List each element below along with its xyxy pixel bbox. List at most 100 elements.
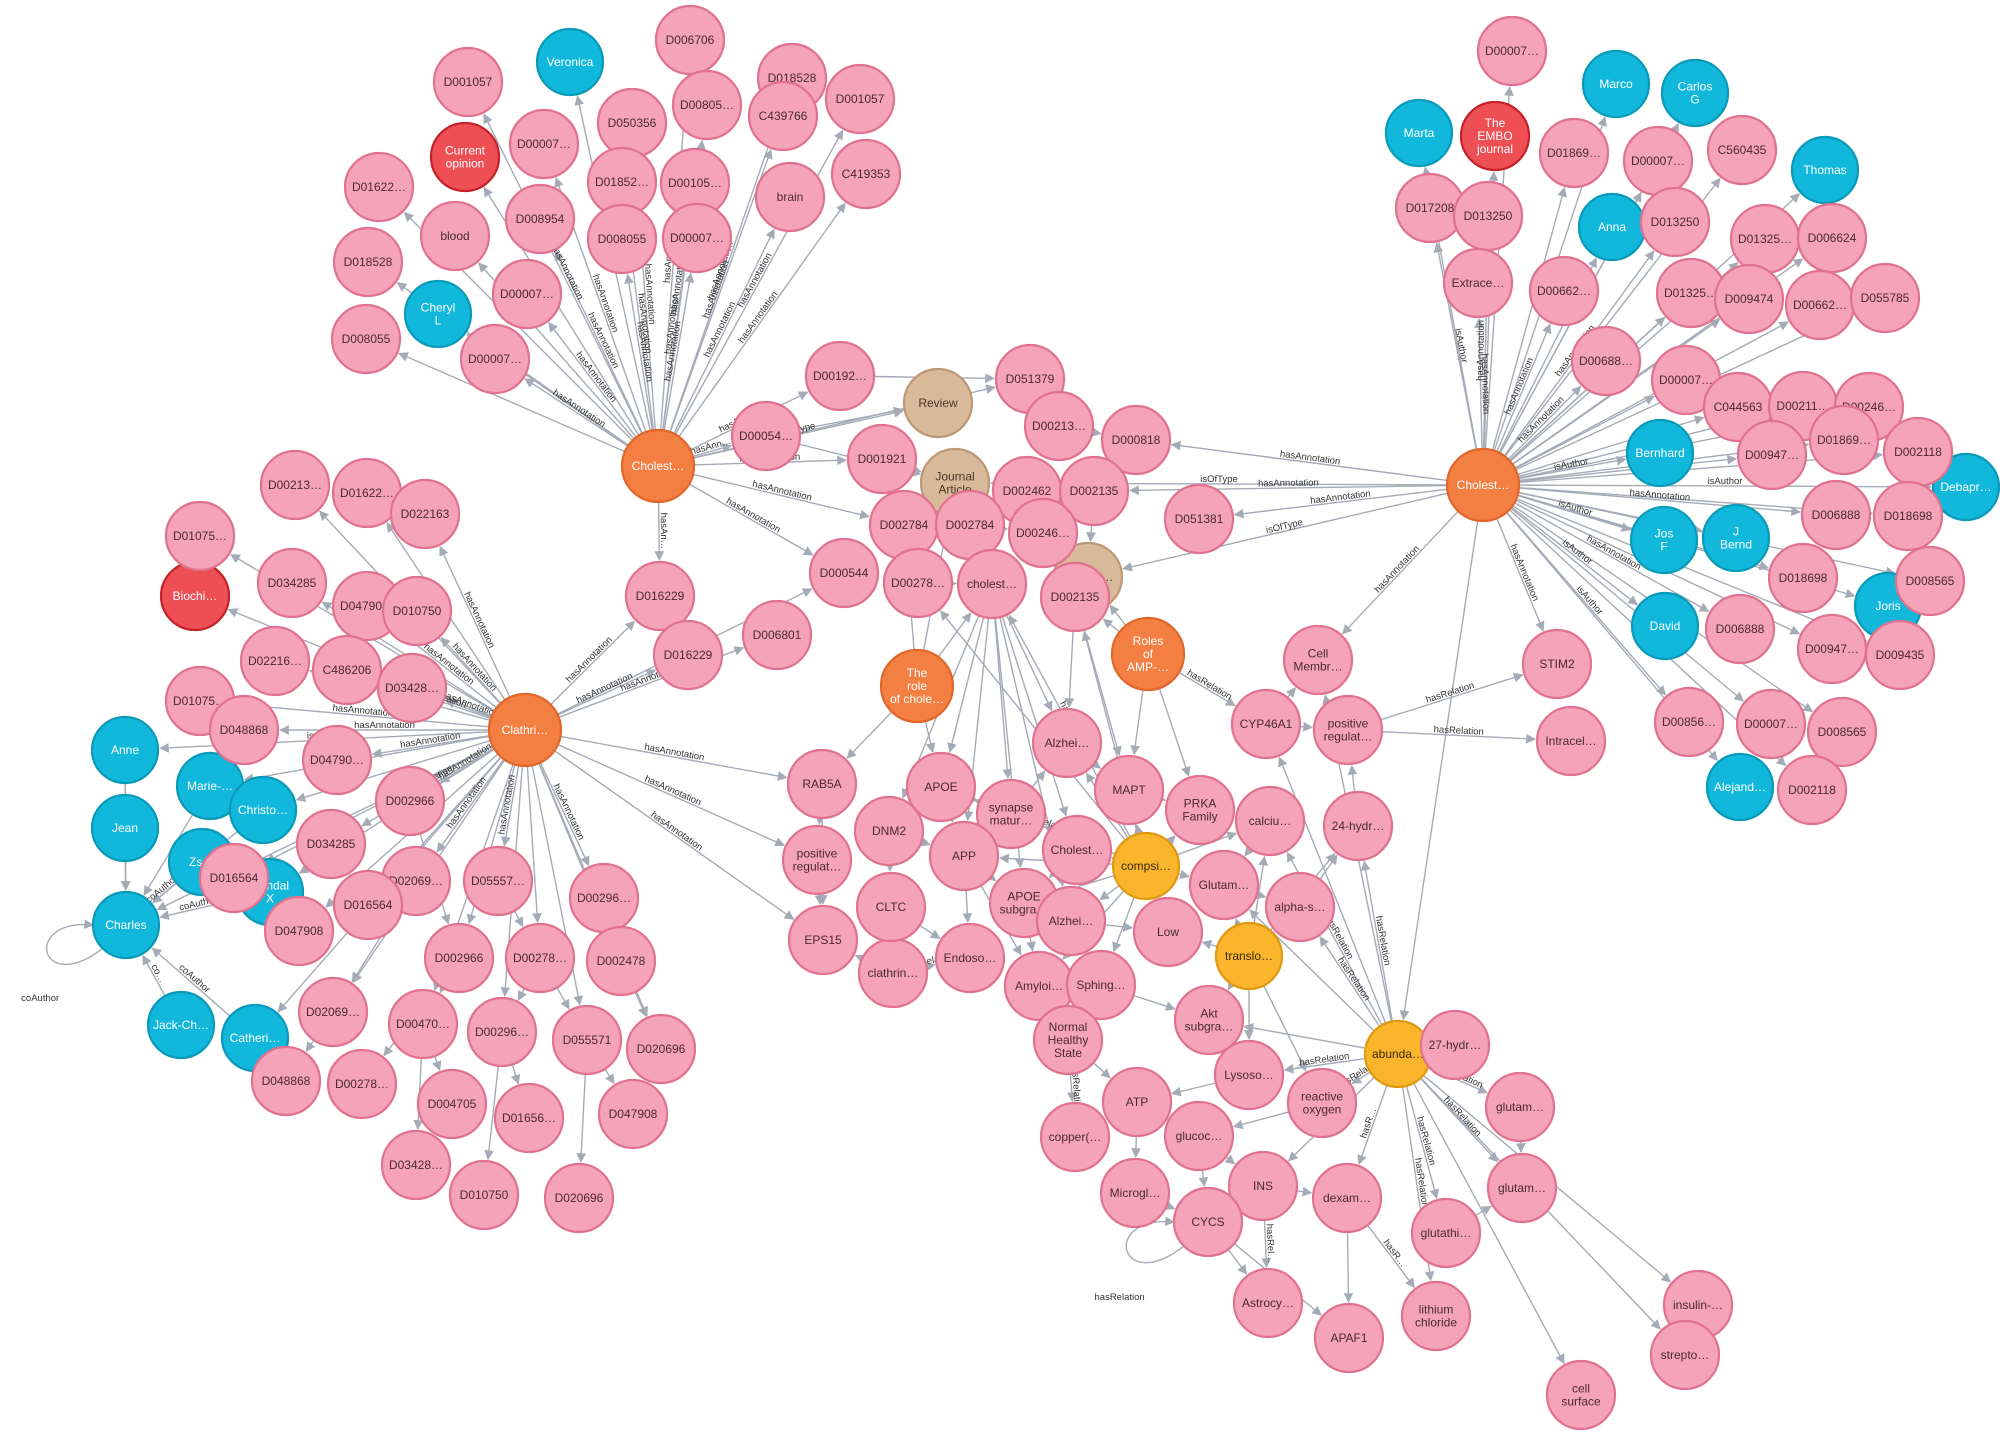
descriptor-node-d03428[interactable]: D03428… [380,1129,452,1201]
descriptor-node-atp[interactable]: ATP [1101,1066,1173,1138]
descriptor-node-d047908[interactable]: D047908 [263,895,335,967]
descriptor-node-d009474[interactable]: D009474 [1713,263,1785,335]
person-node-veronica[interactable]: Veronica [535,27,605,97]
descriptor-node-d018528[interactable]: D018528 [332,226,404,298]
descriptor-node-glutam[interactable]: glutam… [1484,1071,1556,1143]
descriptor-node-d006801[interactable]: D006801 [741,599,813,671]
person-node-marta[interactable]: Marta [1384,98,1454,168]
descriptor-node-cholest[interactable]: Cholest… [1041,814,1113,886]
person-node-debapr[interactable]: Debapr… [1931,452,2000,522]
descriptor-node-d01869[interactable]: D01869… [1538,117,1610,189]
type-node-review[interactable]: Review [902,367,974,439]
descriptor-node-d00213[interactable]: D00213… [1023,390,1095,462]
descriptor-node-strepto[interactable]: strepto… [1649,1319,1721,1391]
descriptor-node-d002478[interactable]: D002478 [585,925,657,997]
descriptor-node-d01869[interactable]: D01869… [1808,404,1880,476]
descriptor-node-d05557[interactable]: D05557… [462,845,534,917]
descriptor-node-d00278[interactable]: D00278… [504,922,576,994]
relation-node-translo[interactable]: translo… [1214,921,1284,991]
descriptor-node-d008055[interactable]: D008055 [586,203,658,275]
descriptor-node-24-hydr[interactable]: 24-hydr… [1322,790,1394,862]
descriptor-node-stim2[interactable]: STIM2 [1521,628,1593,700]
descriptor-node-d00805[interactable]: D00805… [671,69,743,141]
descriptor-node-intracel[interactable]: Intracel… [1535,705,1607,777]
descriptor-node-rab5a[interactable]: RAB5A [786,748,858,820]
descriptor-node-d04790[interactable]: D04790… [301,724,373,796]
descriptor-node-d010750[interactable]: D010750 [381,575,453,647]
descriptor-node-d00662[interactable]: D00662… [1528,255,1600,327]
descriptor-node-d002118[interactable]: D002118 [1882,416,1954,488]
descriptor-node-d006624[interactable]: D006624 [1796,202,1868,274]
descriptor-node-d002966[interactable]: D002966 [374,765,446,837]
person-node-jack-ch[interactable]: Jack-Ch… [146,990,216,1060]
paper-node-cholest[interactable]: Cholest… [1445,447,1521,523]
descriptor-node-d000544[interactable]: D000544 [808,537,880,609]
descriptor-node-d016564[interactable]: D016564 [332,869,404,941]
descriptor-node-lysoso[interactable]: Lysoso… [1213,1039,1285,1111]
descriptor-node-endoso[interactable]: Endoso… [934,922,1006,994]
descriptor-node-d001921[interactable]: D001921 [846,423,918,495]
descriptor-node-low[interactable]: Low [1132,896,1204,968]
descriptor-node-d00007[interactable]: D00007… [1622,125,1694,197]
descriptor-node-d013250[interactable]: D013250 [1452,180,1524,252]
descriptor-node-glucoc[interactable]: glucoc… [1163,1100,1235,1172]
descriptor-node-d000818[interactable]: D000818 [1100,404,1172,476]
descriptor-node-d00213[interactable]: D00213… [259,449,331,521]
person-node-david[interactable]: David [1630,591,1700,661]
descriptor-node-d00278[interactable]: D00278… [882,547,954,619]
descriptor-node-sphing[interactable]: Sphing… [1065,949,1137,1021]
descriptor-node-clathrin[interactable]: clathrin… [857,937,929,1009]
descriptor-node-d00688[interactable]: D00688… [1570,325,1642,397]
descriptor-node-d00856[interactable]: D00856… [1653,686,1725,758]
descriptor-node-d008055[interactable]: D008055 [330,303,402,375]
person-node-anne[interactable]: Anne [90,715,160,785]
person-node-thomas[interactable]: Thomas [1790,135,1860,205]
descriptor-node-alzhei[interactable]: Alzhei… [1031,707,1103,779]
descriptor-node-d001057[interactable]: D001057 [824,63,896,135]
descriptor-node-d050356[interactable]: D050356 [596,87,668,159]
descriptor-node-d00007[interactable]: D00007… [508,108,580,180]
descriptor-node-cholest[interactable]: cholest… [956,548,1028,620]
descriptor-node-d020696[interactable]: D020696 [625,1013,697,1085]
descriptor-node-d00662[interactable]: D00662… [1784,269,1856,341]
descriptor-node-d00007[interactable]: D00007… [459,323,531,395]
descriptor-node-d001057[interactable]: D001057 [432,46,504,118]
descriptor-node-d04790[interactable]: D04790… [331,570,403,642]
descriptor-node-d00007[interactable]: D00007… [1650,344,1722,416]
descriptor-node-d00470[interactable]: D00470… [387,988,459,1060]
descriptor-node-d008565[interactable]: D008565 [1806,696,1878,768]
descriptor-node-alpha-s[interactable]: alpha-s… [1264,871,1336,943]
descriptor-node-c439766[interactable]: C439766 [747,80,819,152]
descriptor-node-calciu[interactable]: calciu… [1234,785,1306,857]
descriptor-node-extrace[interactable]: Extrace… [1442,247,1514,319]
person-node-anna[interactable]: Anna [1577,192,1647,262]
descriptor-node-d018698[interactable]: D018698 [1767,542,1839,614]
descriptor-node-d048868[interactable]: D048868 [208,694,280,766]
descriptor-node-copper[interactable]: copper(… [1039,1101,1111,1173]
descriptor-node-d00947[interactable]: D00947… [1796,613,1868,685]
descriptor-node-d01622[interactable]: D01622… [343,151,415,223]
descriptor-node-d02216[interactable]: D02216… [239,625,311,697]
descriptor-node-d051381[interactable]: D051381 [1163,483,1235,555]
descriptor-node-d002135[interactable]: D002135 [1039,561,1111,633]
descriptor-node-glutathi[interactable]: glutathi… [1410,1197,1482,1269]
descriptor-node-d006888[interactable]: D006888 [1800,479,1872,551]
descriptor-node-d03428[interactable]: D03428… [376,652,448,724]
descriptor-node-eps15[interactable]: EPS15 [787,904,859,976]
descriptor-node-d00007[interactable]: D00007… [661,202,733,274]
descriptor-node-d00192[interactable]: D00192… [804,340,876,412]
descriptor-node-d016564[interactable]: D016564 [198,842,270,914]
descriptor-node-c560435[interactable]: C560435 [1706,114,1778,186]
descriptor-node-d01325[interactable]: D01325… [1729,203,1801,275]
descriptor-node-d009435[interactable]: D009435 [1864,619,1936,691]
